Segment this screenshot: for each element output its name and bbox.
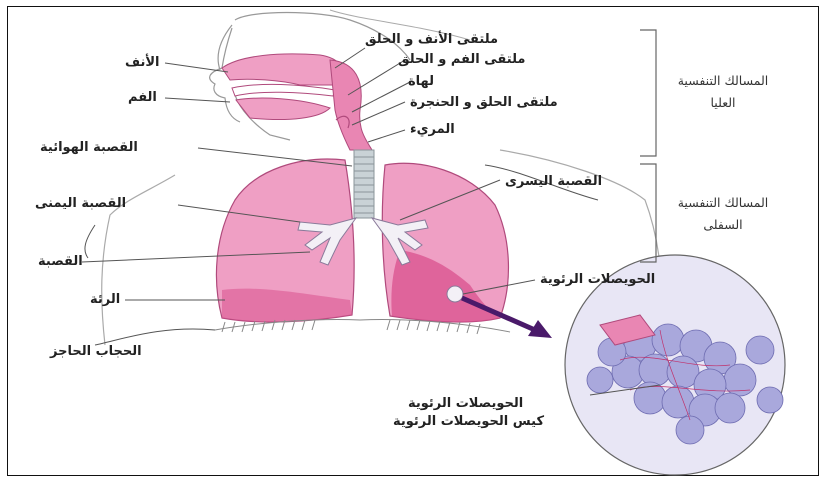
label-right-bronchus: القصبة اليمنى bbox=[35, 196, 126, 212]
label-pharynx-larynx: ملتقى الحلق و الحنجرة bbox=[410, 95, 558, 111]
label-lung: الرئة bbox=[90, 292, 120, 308]
label-left-bronchus: القصبة اليسرى bbox=[505, 174, 602, 190]
tongue bbox=[236, 98, 330, 119]
nasal-cavity bbox=[222, 54, 346, 85]
trachea bbox=[354, 150, 374, 218]
category-lower-airways: المسالك التنفسية السفلى bbox=[668, 192, 778, 236]
upper-airways-bracket bbox=[640, 30, 656, 156]
category-upper-line2: العليا bbox=[668, 92, 778, 114]
label-esophagus: المريء bbox=[410, 122, 455, 138]
palate bbox=[232, 84, 335, 96]
label-nose: الأنف bbox=[125, 55, 160, 71]
category-lower-line2: السفلى bbox=[668, 214, 778, 236]
category-upper-airways: المسالك التنفسية العليا bbox=[668, 70, 778, 114]
label-alveoli-zoom-2: كيس الحويصلات الرئوية bbox=[393, 414, 544, 430]
label-bronchus: القصبة bbox=[38, 254, 83, 270]
label-nose-pharynx: ملتقى الأنف و الحلق bbox=[365, 32, 498, 48]
label-alveoli-zoom-1: الحويصلات الرئوية bbox=[408, 396, 523, 412]
label-mouth-pharynx: ملتقى الفم و الحلق bbox=[398, 52, 525, 68]
label-trachea: القصبة الهوائية bbox=[40, 140, 138, 156]
category-upper-line1: المسالك التنفسية bbox=[668, 70, 778, 92]
label-mouth: الفم bbox=[128, 90, 157, 106]
label-uvula: لهاة bbox=[408, 74, 434, 90]
lower-airways-bracket bbox=[640, 164, 656, 262]
alveoli-cluster-small bbox=[447, 286, 463, 302]
category-lower-line1: المسالك التنفسية bbox=[668, 192, 778, 214]
label-diaphragm: الحجاب الحاجز bbox=[50, 344, 142, 360]
label-alveoli: الحويصلات الرئوية bbox=[540, 272, 655, 288]
